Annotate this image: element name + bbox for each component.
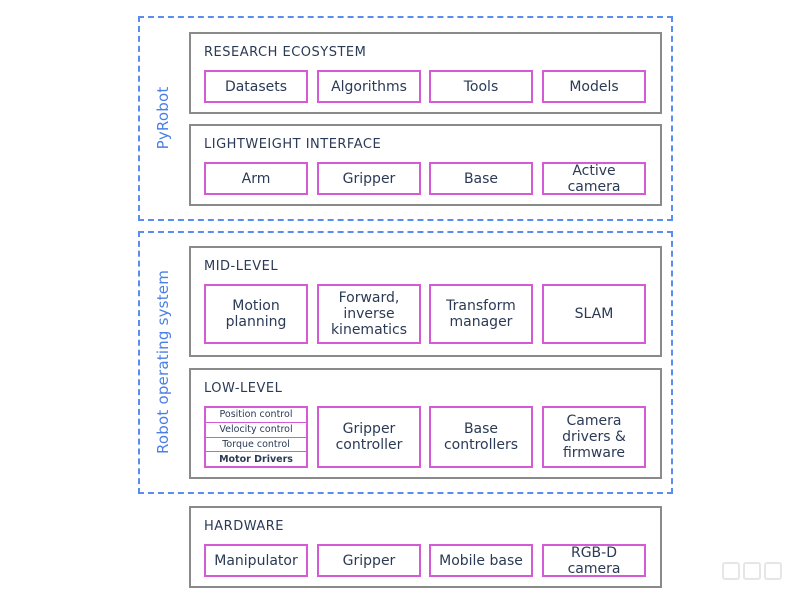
pyrobot-label: PyRobot: [154, 86, 172, 150]
transform-manager-box: Transform manager: [429, 284, 533, 344]
active-camera-box: Active camera: [542, 162, 646, 195]
algorithms-box: Algorithms: [317, 70, 421, 103]
rgbd-camera-box: RGB-D camera: [542, 544, 646, 577]
arm-box: Arm: [204, 162, 308, 195]
research-ecosystem-title: RESEARCH ECOSYSTEM: [204, 45, 367, 60]
models-box: Models: [542, 70, 646, 103]
ros-label: Robot operating system: [154, 269, 172, 455]
hardware-title: HARDWARE: [204, 519, 284, 534]
lightweight-interface-layer: LIGHTWEIGHT INTERFACE Arm Gripper Base A…: [189, 124, 662, 206]
motor-control-stack: Position control Velocity control Torque…: [204, 406, 308, 468]
base-controllers-box: Base controllers: [429, 406, 533, 468]
base-box: Base: [429, 162, 533, 195]
datasets-box: Datasets: [204, 70, 308, 103]
research-ecosystem-layer: RESEARCH ECOSYSTEM Datasets Algorithms T…: [189, 32, 662, 114]
kinematics-box: Forward, inverse kinematics: [317, 284, 421, 344]
motor-drivers-item: Motor Drivers: [219, 453, 293, 465]
camera-drivers-box: Camera drivers & firmware: [542, 406, 646, 468]
torque-control-item: Torque control: [206, 438, 306, 453]
pyrobot-group: [138, 16, 673, 221]
position-control-item: Position control: [206, 408, 306, 423]
low-level-title: LOW-LEVEL: [204, 381, 283, 396]
mid-level-layer: MID-LEVEL Motion planning Forward, inver…: [189, 246, 662, 357]
lightweight-interface-title: LIGHTWEIGHT INTERFACE: [204, 137, 382, 152]
slam-box: SLAM: [542, 284, 646, 344]
manipulator-box: Manipulator: [204, 544, 308, 577]
tools-box: Tools: [429, 70, 533, 103]
gripper-hardware-box: Gripper: [317, 544, 421, 577]
watermark-logo-icon: [722, 560, 782, 582]
mid-level-title: MID-LEVEL: [204, 259, 279, 274]
mobile-base-box: Mobile base: [429, 544, 533, 577]
gripper-interface-box: Gripper: [317, 162, 421, 195]
ros-group: [138, 231, 673, 494]
low-level-layer: LOW-LEVEL Position control Velocity cont…: [189, 368, 662, 479]
gripper-controller-box: Gripper controller: [317, 406, 421, 468]
hardware-layer: HARDWARE Manipulator Gripper Mobile base…: [189, 506, 662, 588]
velocity-control-item: Velocity control: [206, 423, 306, 438]
motion-planning-box: Motion planning: [204, 284, 308, 344]
